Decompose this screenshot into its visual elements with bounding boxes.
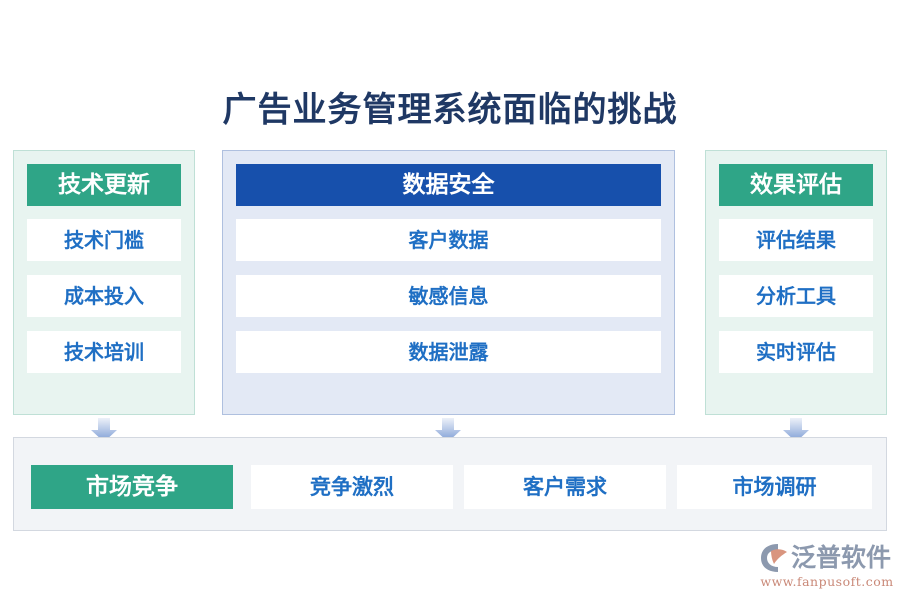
panel-header-effect-evaluation[interactable]: 效果评估 [719, 164, 873, 206]
bottom-item[interactable]: 市场调研 [677, 465, 872, 509]
arrow-down-icon [435, 418, 461, 442]
page-title: 广告业务管理系统面临的挑战 [222, 90, 678, 130]
bottom-item[interactable]: 客户需求 [464, 465, 666, 509]
panel-item[interactable]: 成本投入 [27, 275, 181, 317]
panel-item[interactable]: 实时评估 [719, 331, 873, 373]
arrow-down-icon [91, 418, 117, 442]
logo: 泛普软件 www.fanpusoft.com [757, 543, 897, 593]
logo-name: 泛普软件 [791, 543, 892, 572]
logo-row: 泛普软件 [757, 543, 897, 573]
panel-technology-update: 技术更新 技术门槛 成本投入 技术培训 [13, 150, 195, 415]
panel-item[interactable]: 客户数据 [236, 219, 661, 261]
panel-data-security: 数据安全 客户数据 敏感信息 数据泄露 [222, 150, 675, 415]
panel-item[interactable]: 分析工具 [719, 275, 873, 317]
bottom-lead-label[interactable]: 市场竞争 [31, 465, 233, 509]
panel-item[interactable]: 数据泄露 [236, 331, 661, 373]
logo-url: www.fanpusoft.com [760, 574, 894, 589]
panel-item[interactable]: 技术门槛 [27, 219, 181, 261]
bottom-band-market-competition: 市场竞争 竞争激烈 客户需求 市场调研 [13, 437, 887, 531]
panel-item[interactable]: 技术培训 [27, 331, 181, 373]
panel-header-technology-update[interactable]: 技术更新 [27, 164, 181, 206]
bottom-item[interactable]: 竞争激烈 [251, 465, 453, 509]
panel-item[interactable]: 敏感信息 [236, 275, 661, 317]
panel-item[interactable]: 评估结果 [719, 219, 873, 261]
panel-header-data-security[interactable]: 数据安全 [236, 164, 661, 206]
arrow-down-icon [783, 418, 809, 442]
columns-area: 技术更新 技术门槛 成本投入 技术培训 数据安全 客户数据 敏感信息 数据泄露 … [0, 150, 900, 453]
fanpu-logo-icon [757, 543, 791, 573]
panel-effect-evaluation: 效果评估 评估结果 分析工具 实时评估 [705, 150, 887, 415]
